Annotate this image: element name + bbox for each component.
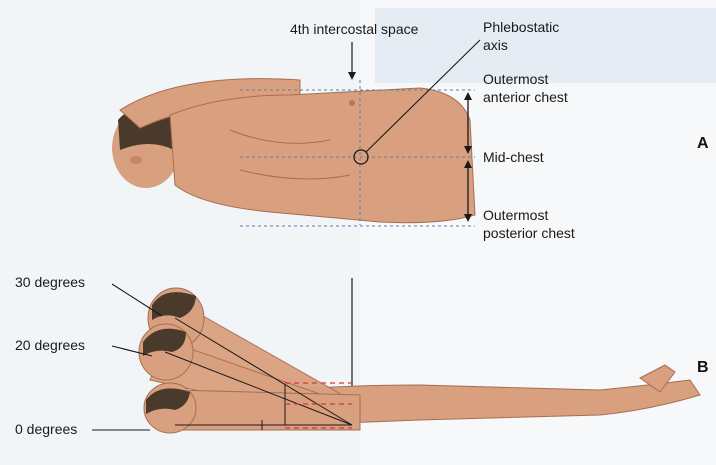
- label-phlebostatic-1: Phlebostatic: [483, 19, 559, 35]
- label-20-degrees: 20 degrees: [15, 337, 85, 353]
- label-posterior-2: posterior chest: [483, 225, 575, 241]
- label-30-degrees: 30 degrees: [15, 274, 85, 290]
- label-anterior-2: anterior chest: [483, 89, 568, 105]
- panel-letter-b: B: [697, 359, 709, 376]
- label-0-degrees: 0 degrees: [15, 421, 77, 437]
- nipple: [349, 100, 355, 106]
- panel-letter-a: A: [697, 135, 709, 152]
- label-mid-chest: Mid-chest: [483, 149, 544, 165]
- ear-a: [130, 156, 142, 164]
- label-intercostal: 4th intercostal space: [290, 21, 419, 37]
- torso-a: [170, 88, 475, 223]
- label-phlebostatic-2: axis: [483, 37, 508, 53]
- label-posterior-1: Outermost: [483, 207, 548, 223]
- torso-0-degrees: [175, 390, 360, 430]
- label-anterior-1: Outermost: [483, 71, 548, 87]
